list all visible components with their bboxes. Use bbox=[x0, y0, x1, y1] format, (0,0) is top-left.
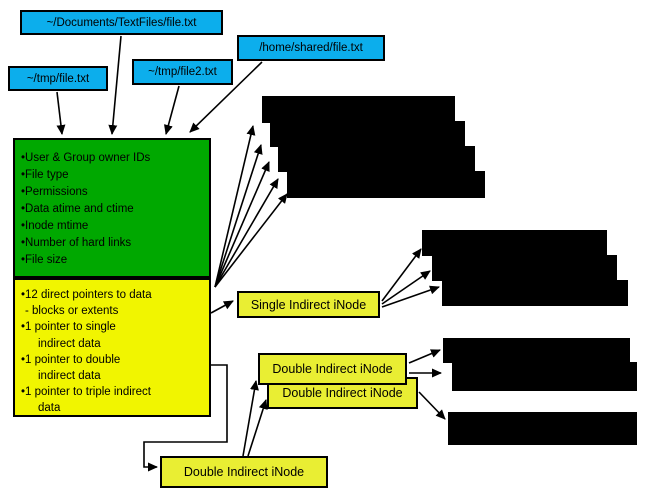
inode-metadata-box: •User & Group owner IDs •File type •Perm… bbox=[13, 138, 211, 278]
arrow-single-indirect-to-block-1 bbox=[381, 248, 422, 302]
arrow-direct-pointer-1 bbox=[214, 125, 256, 288]
inode-pointers-line: indirect data bbox=[38, 370, 101, 383]
inode-metadata-line: •File size bbox=[21, 254, 68, 266]
double-indirect-inode-box-1[interactable]: Double Indirect iNode bbox=[258, 353, 407, 385]
arrow-direct-pointer-4 bbox=[214, 178, 279, 288]
arrow-documents-to-inode bbox=[108, 35, 122, 135]
single-indirect-label: Single Indirect iNode bbox=[250, 297, 367, 312]
inode-pointers-line: data bbox=[38, 402, 61, 415]
file-path-label: ~/tmp/file2.txt bbox=[148, 66, 217, 78]
arrow-direct-pointer-2 bbox=[214, 144, 263, 288]
inode-metadata-line: •Data atime and ctime bbox=[21, 203, 134, 215]
arrow-bottom-double-to-box2 bbox=[247, 399, 268, 457]
data-block bbox=[448, 412, 637, 445]
double-indirect-inode-box-bottom[interactable]: Double Indirect iNode bbox=[160, 456, 328, 488]
arrow-double-indirect2-to-block bbox=[418, 391, 446, 420]
data-block bbox=[270, 121, 465, 147]
data-block bbox=[278, 146, 475, 172]
data-block bbox=[452, 362, 637, 391]
data-block bbox=[262, 96, 455, 123]
inode-pointers-line: - blocks or extents bbox=[25, 305, 119, 318]
arrow-inode-to-single-indirect bbox=[210, 300, 234, 314]
file-path-label: ~/tmp/file.txt bbox=[26, 72, 90, 85]
inode-metadata-line: •User & Group owner IDs bbox=[21, 152, 151, 164]
inode-metadata-line: •Inode mtime bbox=[21, 220, 89, 232]
data-block bbox=[442, 280, 628, 306]
arrow-direct-pointer-5 bbox=[214, 193, 288, 288]
arrow-double-indirect1-to-block-1 bbox=[408, 349, 441, 364]
inode-metadata-line: •File type bbox=[21, 169, 69, 181]
single-indirect-inode-box[interactable]: Single Indirect iNode bbox=[237, 291, 380, 318]
arrow-bottom-double-to-box1 bbox=[242, 380, 259, 457]
data-block bbox=[422, 230, 607, 256]
double-indirect-label: Double Indirect iNode bbox=[282, 386, 403, 400]
inode-metadata-line: •Permissions bbox=[21, 186, 88, 198]
arrow-single-indirect-to-block-2 bbox=[381, 270, 431, 305]
data-block bbox=[443, 338, 630, 363]
double-indirect-label: Double Indirect iNode bbox=[272, 362, 393, 376]
file-path-label: /home/shared/file.txt bbox=[259, 42, 363, 54]
inode-pointers-line: indirect data bbox=[38, 337, 101, 350]
arrow-direct-pointer-3 bbox=[214, 161, 270, 288]
inode-metadata-line: •Number of hard links bbox=[21, 237, 132, 249]
inode-pointers-line: •1 pointer to triple indirect bbox=[21, 386, 151, 399]
inode-pointers-line: •1 pointer to single bbox=[21, 321, 116, 334]
arrow-single-indirect-to-block-3 bbox=[381, 285, 440, 308]
file-path-box-tmp-file[interactable]: ~/tmp/file.txt bbox=[8, 66, 108, 91]
file-path-box-home-shared[interactable]: /home/shared/file.txt bbox=[237, 35, 385, 61]
double-indirect-label: Double Indirect iNode bbox=[183, 465, 305, 479]
inode-pointers-line: •1 pointer to double bbox=[21, 353, 121, 366]
inode-pointers-line: •12 direct pointers to data bbox=[21, 289, 152, 301]
data-block bbox=[432, 255, 617, 281]
data-block bbox=[287, 171, 485, 198]
file-path-box-documents[interactable]: ~/Documents/TextFiles/file.txt bbox=[20, 10, 223, 35]
inode-pointers-box: •12 direct pointers to data - blocks or … bbox=[13, 278, 211, 417]
arrow-tmp-file-to-inode bbox=[56, 91, 66, 135]
file-path-box-tmp-file2[interactable]: ~/tmp/file2.txt bbox=[132, 59, 233, 85]
file-path-label: ~/Documents/TextFiles/file.txt bbox=[46, 16, 197, 29]
arrow-tmp-file2-to-inode bbox=[164, 85, 180, 135]
